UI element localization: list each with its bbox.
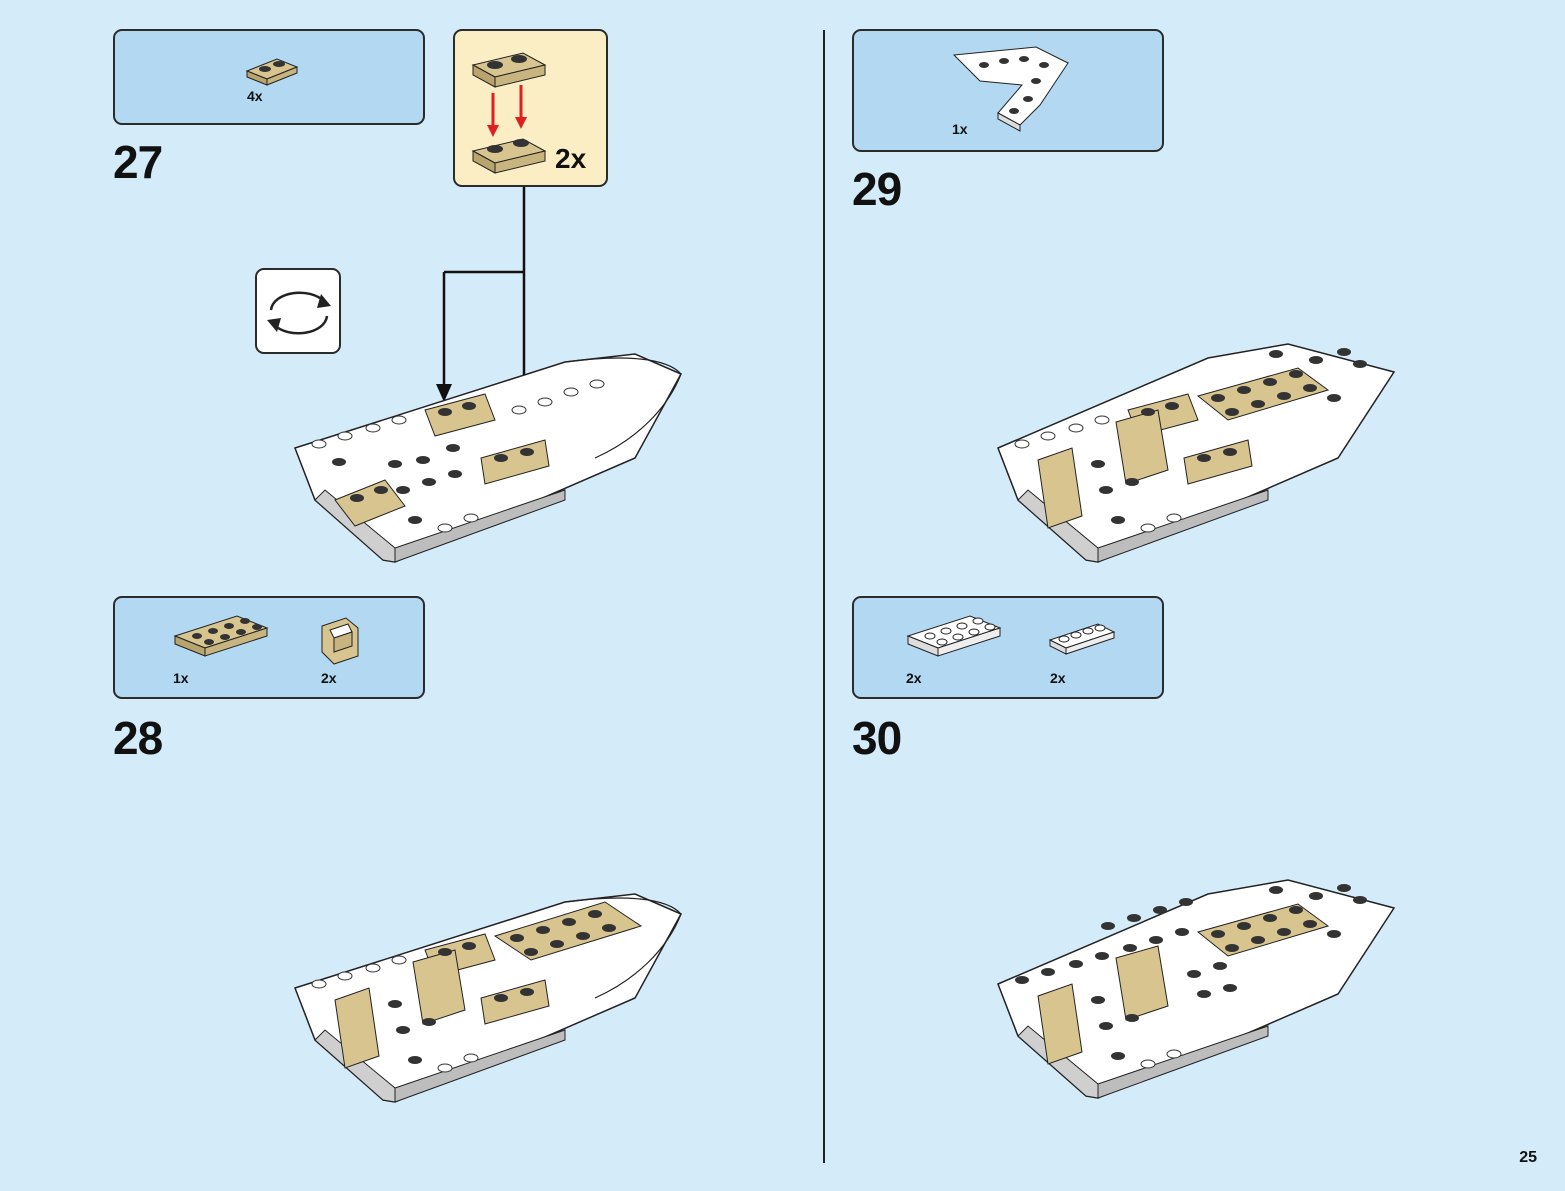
part-qty: 2x: [1050, 670, 1066, 686]
boat-model-step-27: [295, 340, 685, 570]
white-plate-2x4-icon: [906, 612, 1006, 662]
part-qty: 2x: [906, 670, 922, 686]
boat-model-step-28: [295, 880, 685, 1110]
white-plate-1x4-icon: [1048, 620, 1118, 660]
part-qty: 2x: [321, 670, 337, 686]
tan-plate-2x4-icon: [173, 612, 273, 662]
tan-handle-bracket-icon: [318, 612, 368, 662]
step-number: 28: [113, 711, 162, 765]
part-qty: 1x: [952, 121, 968, 137]
parts-list-step-28: 1x 2x: [113, 596, 425, 699]
boat-model-step-29: [998, 340, 1398, 572]
white-wedge-plate-icon: [950, 45, 1070, 129]
page-number: 25: [1519, 1149, 1537, 1167]
parts-list-step-30: 2x 2x: [852, 596, 1164, 699]
part-qty: 1x: [173, 670, 189, 686]
step-number: 29: [852, 162, 901, 216]
boat-model-step-30: [998, 876, 1398, 1108]
step-number: 30: [852, 711, 901, 765]
parts-list-step-29: 1x: [852, 29, 1164, 152]
